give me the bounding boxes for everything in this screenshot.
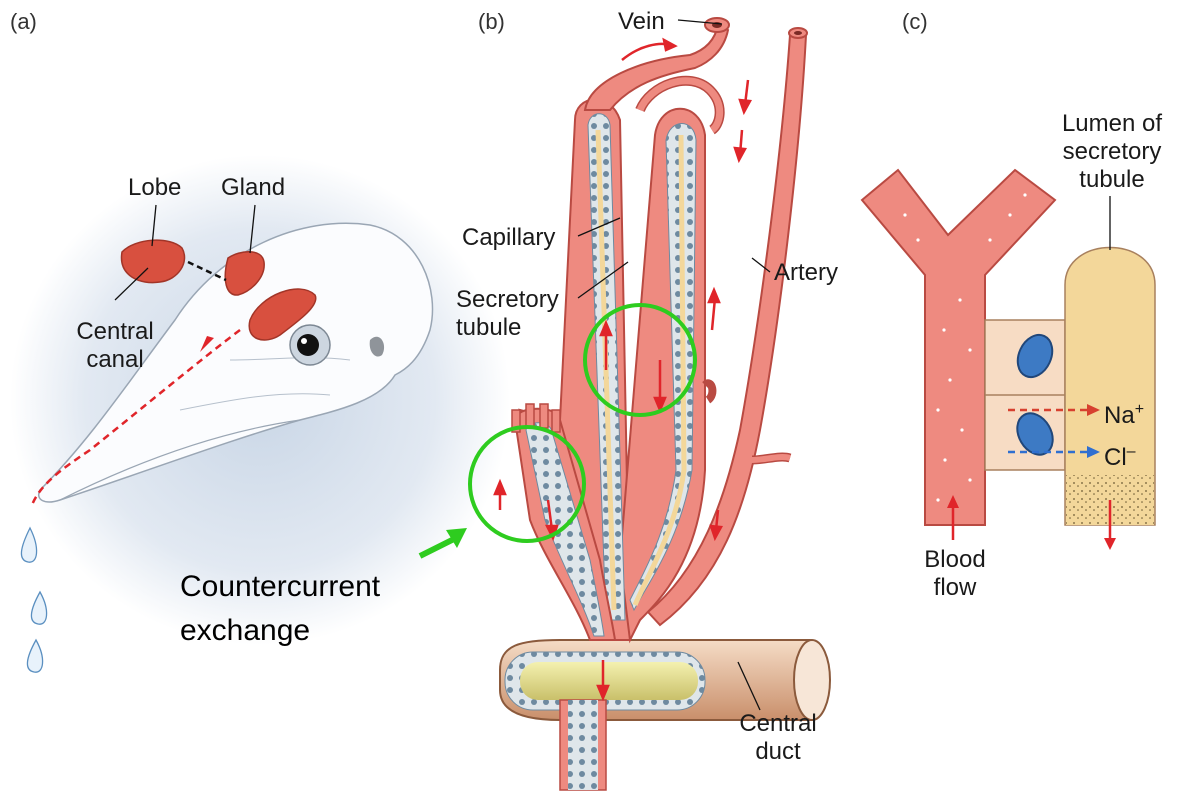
label-blood-2: flow bbox=[905, 574, 1005, 602]
panel-label-c: (c) bbox=[902, 8, 928, 36]
eye-highlight bbox=[301, 338, 307, 344]
label-cl: Cl– bbox=[1104, 438, 1136, 472]
label-na: Na+ bbox=[1104, 396, 1144, 430]
panel-c-transport bbox=[862, 170, 1155, 550]
label-secretory-1: Secretory bbox=[456, 286, 559, 314]
vein-branches bbox=[585, 25, 728, 110]
annotation-line-2: exchange bbox=[180, 612, 310, 650]
label-blood-1: Blood bbox=[905, 546, 1005, 574]
duct-opening bbox=[794, 640, 830, 720]
panel-label-b: (b) bbox=[478, 8, 505, 36]
outflow-epithelium bbox=[568, 700, 598, 790]
label-lumen-2: secretory bbox=[1052, 138, 1172, 166]
label-artery: Artery bbox=[774, 259, 838, 287]
label-lumen-1: Lumen of bbox=[1052, 110, 1172, 138]
artery-branch-2 bbox=[705, 383, 712, 400]
label-central-duct-2: duct bbox=[728, 738, 828, 766]
duct-lumen bbox=[520, 662, 698, 700]
label-lobe: Lobe bbox=[128, 174, 181, 202]
label-vein: Vein bbox=[618, 8, 665, 36]
label-central-canal-2: canal bbox=[60, 346, 170, 374]
label-gland: Gland bbox=[221, 174, 285, 202]
label-na-charge: + bbox=[1135, 401, 1144, 418]
label-lumen-3: tubule bbox=[1052, 166, 1172, 194]
label-cl-charge: – bbox=[1127, 443, 1136, 460]
eye bbox=[297, 334, 319, 356]
label-central-duct-1: Central bbox=[728, 710, 828, 738]
annotation-line-1: Countercurrent bbox=[180, 568, 380, 606]
label-secretory-2: tubule bbox=[456, 314, 521, 342]
label-na-text: Na bbox=[1104, 402, 1135, 429]
label-cl-text: Cl bbox=[1104, 444, 1127, 471]
salt-drops bbox=[21, 528, 46, 672]
label-capillary: Capillary bbox=[462, 224, 555, 252]
label-central-canal-1: Central bbox=[60, 318, 170, 346]
panel-label-a: (a) bbox=[10, 8, 37, 36]
lobe bbox=[122, 240, 185, 282]
